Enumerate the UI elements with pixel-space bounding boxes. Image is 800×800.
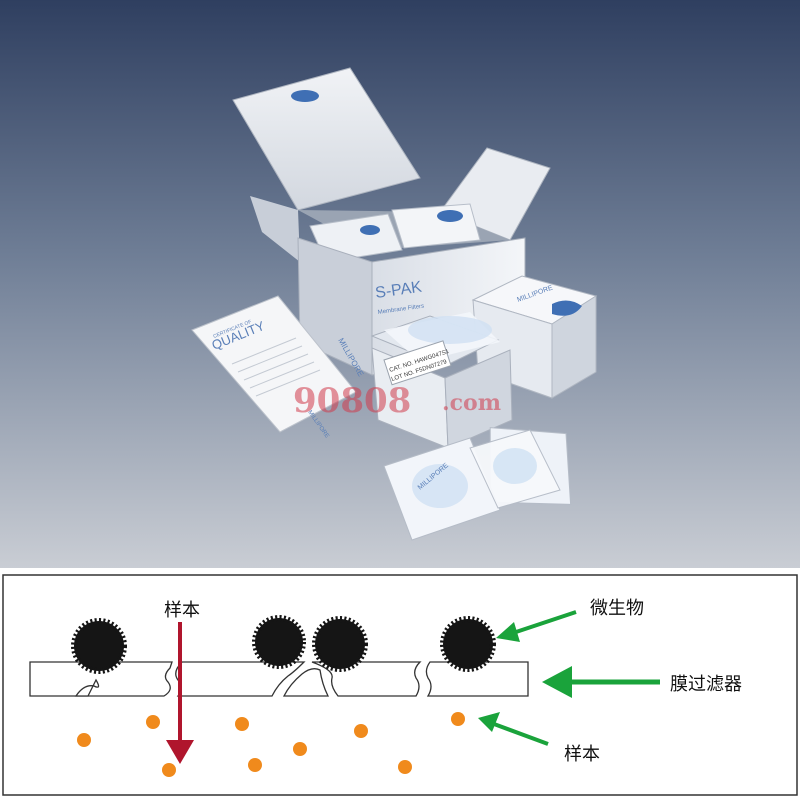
- particle: [146, 715, 160, 729]
- membrane-segment: [29, 661, 173, 697]
- microbe: [71, 618, 127, 674]
- microorganisms: [71, 615, 496, 674]
- diagram-canvas: 样本 微生物 膜过滤器 样本: [2, 574, 798, 796]
- particle: [235, 717, 249, 731]
- particle: [451, 712, 465, 726]
- particle: [162, 763, 176, 777]
- membrane-filter: [29, 661, 529, 697]
- microorganism-label: 微生物: [590, 598, 644, 619]
- particle: [293, 742, 307, 756]
- product-photo: S-PAK Membrane Filters MILLIPORE MILLIPO…: [0, 0, 800, 568]
- sample-particles: [77, 712, 465, 777]
- box-brand-text: S-PAK: [374, 279, 423, 302]
- microbe: [252, 615, 306, 669]
- watermark-domain: .com: [442, 390, 501, 416]
- membrane-segment: [425, 661, 529, 697]
- sample-label-bottom: 样本: [564, 744, 600, 765]
- membrane-segment: [282, 668, 330, 697]
- microbe: [440, 616, 496, 672]
- photo-illustration: S-PAK Membrane Filters MILLIPORE MILLIPO…: [0, 0, 800, 568]
- watermark-digits: 90808: [293, 381, 411, 421]
- membrane-pointer-arrow: [542, 666, 660, 698]
- membrane-segment: [175, 661, 306, 697]
- sample-label-top: 样本: [164, 600, 200, 621]
- membrane-segment: [311, 661, 422, 697]
- pointer-arrows: [478, 610, 660, 746]
- particle: [398, 760, 412, 774]
- particle: [77, 733, 91, 747]
- sample-flow-arrow: [166, 622, 194, 764]
- membrane-label: 膜过滤器: [670, 674, 742, 695]
- microbe-pointer-arrow: [496, 610, 577, 642]
- particle: [354, 724, 368, 738]
- filtration-diagram: 样本 微生物 膜过滤器 样本: [2, 574, 798, 796]
- particle: [248, 758, 262, 772]
- microbe: [312, 616, 368, 672]
- membrane-segment: [74, 678, 100, 697]
- sample-pointer-arrow: [478, 712, 549, 746]
